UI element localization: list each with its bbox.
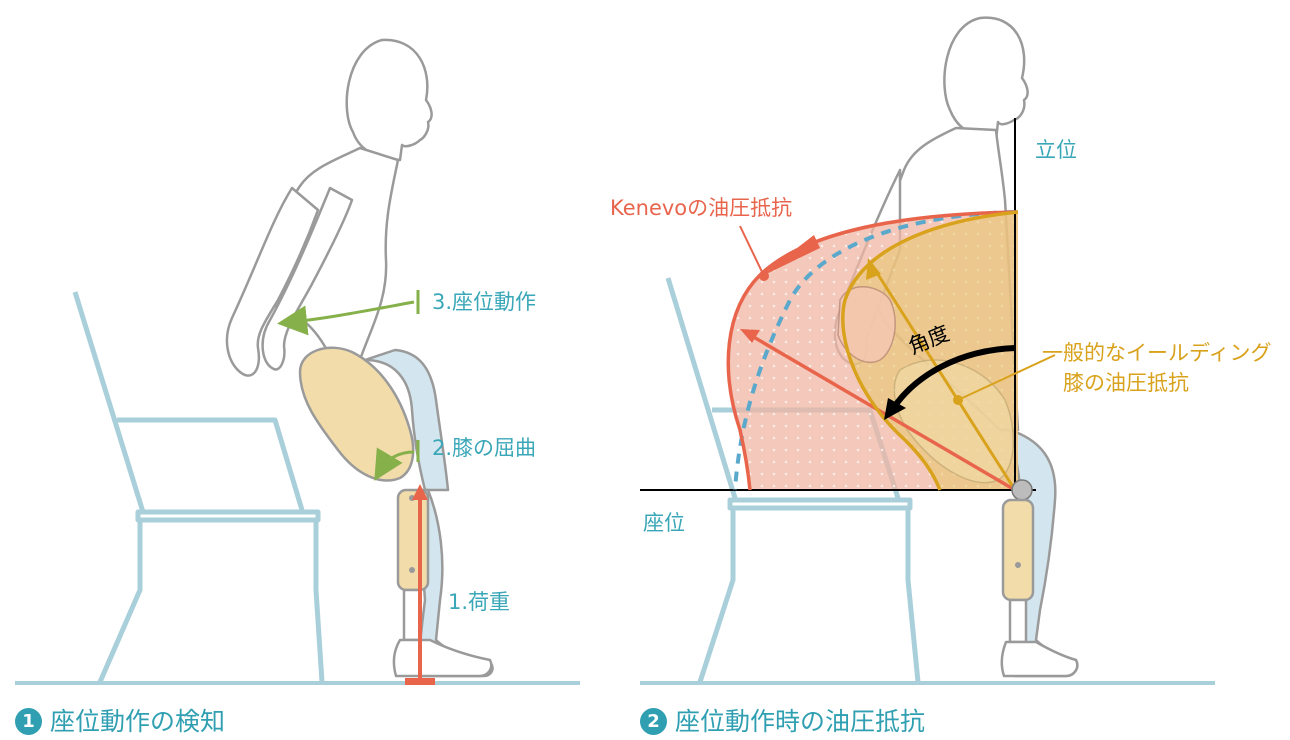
caption-2: 2 座位動作時の油圧抵抗	[640, 708, 925, 735]
step2-knee-flex-label: 2.膝の屈曲	[432, 438, 536, 459]
knee-joint-icon	[1012, 480, 1032, 500]
kenevo-resistance-label: Kenevoの油圧抵抗	[610, 198, 792, 219]
prosthetic-1	[300, 348, 491, 676]
standing-label: 立位	[1035, 140, 1077, 161]
panel1-scene	[15, 40, 580, 685]
step3-sit-motion-label: 3.座位動作	[432, 292, 536, 313]
step1-load-label: 1.荷重	[448, 592, 510, 613]
caption-1: 1 座位動作の検知	[15, 708, 225, 735]
generic-resistance-label-line2: 膝の油圧抵抗	[1063, 373, 1189, 394]
caption-1-number: 1	[15, 708, 42, 735]
generic-resistance-label-line1: 一般的なイールディング	[1042, 343, 1272, 364]
caption-2-number: 2	[640, 708, 667, 735]
caption-2-text: 座位動作時の油圧抵抗	[675, 709, 925, 734]
sitting-label: 座位	[643, 513, 685, 534]
caption-1-text: 座位動作の検知	[50, 709, 225, 734]
